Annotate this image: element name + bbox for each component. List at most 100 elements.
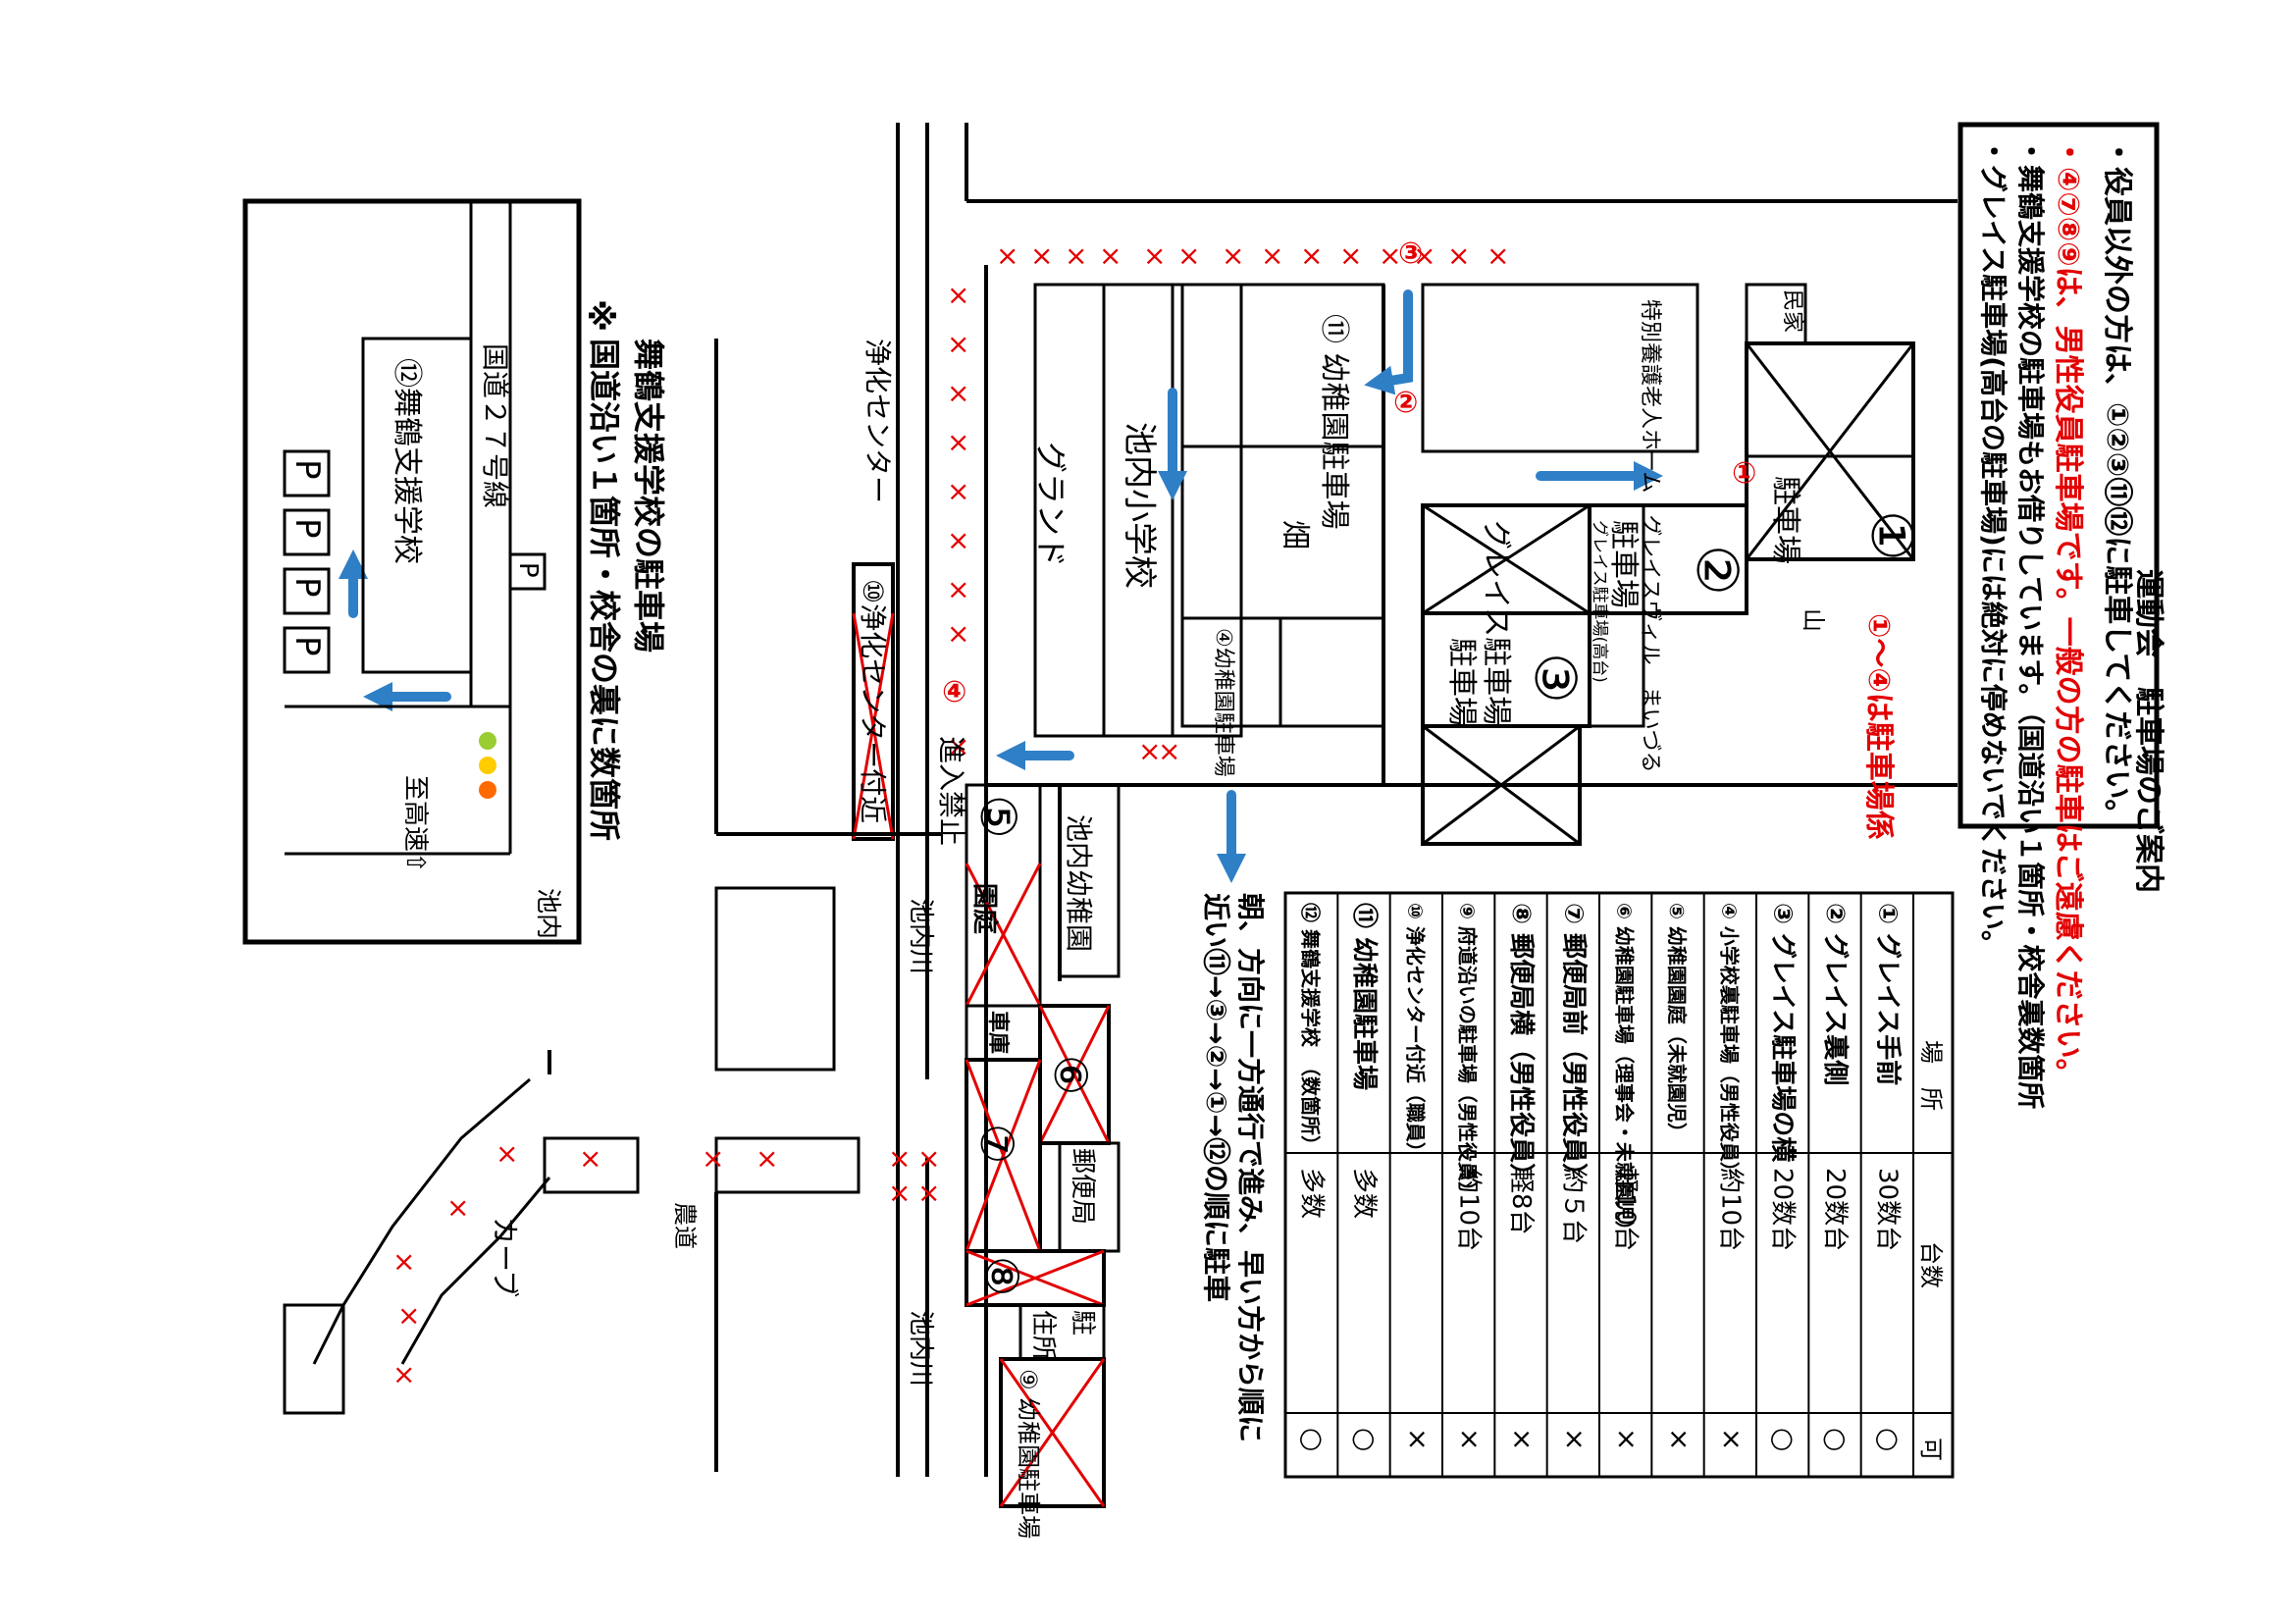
- lot5-label: ⑤: [969, 795, 1026, 839]
- crossed-box-x: [1422, 724, 1581, 846]
- no-parking-x-icon: ×: [947, 426, 969, 458]
- lot2-label: 駐車場: [1606, 520, 1641, 608]
- no-parking-x-icon: ×: [579, 1142, 601, 1175]
- minka-box: [1745, 283, 1807, 345]
- no-parking-x-icon: ×: [392, 1358, 415, 1390]
- no-parking-x-icon: ×: [947, 328, 969, 360]
- school-label: 池内小学校: [1120, 422, 1159, 589]
- morning-note: 朝、方向に一方通行で進み、早い方から順に: [1234, 893, 1267, 1442]
- garage-label: 車庫: [985, 1011, 1011, 1054]
- table-row-ok: ×: [1401, 1428, 1434, 1450]
- building-block: [714, 886, 836, 1072]
- inset-p-box: [283, 449, 331, 497]
- inset-subtitle: 国道沿い１箇所・校舎の裏に数箇所: [586, 339, 623, 841]
- table-row-ok: ○: [1297, 1428, 1330, 1451]
- inset-p-label: P: [287, 636, 327, 656]
- inset-road-label: 国道２７号線: [479, 343, 511, 508]
- inset-school-label: ⑫舞鶴支援学校: [390, 358, 424, 564]
- crossed-box: [1421, 724, 1582, 846]
- river1-label: 池内川: [906, 898, 935, 974]
- minka-label: 民家: [1780, 289, 1804, 333]
- lot6-label: ⑥: [1044, 1055, 1097, 1095]
- lot10-area: [852, 562, 895, 841]
- mountain-label: 山: [1800, 608, 1827, 632]
- no-parking-x-icon: ×: [1030, 239, 1053, 272]
- lot7-cross: [965, 1059, 1042, 1252]
- lot8-label: ⑧: [975, 1256, 1028, 1296]
- lot1-label: 駐車場: [1768, 476, 1802, 564]
- inset-note-mark: ※: [580, 299, 619, 332]
- table-row-place: ② グレイス裏側: [1820, 903, 1851, 1085]
- table-row-ok: ○: [1820, 1428, 1852, 1451]
- table-row-count: 30数台: [1872, 1168, 1902, 1251]
- inset-map: [242, 198, 582, 945]
- corner-building: [283, 1303, 345, 1415]
- table-row-place: ⑥ 幼稚園駐車場（理事会・未就園児）: [1613, 903, 1637, 1240]
- inset-p-box: [283, 508, 331, 556]
- table-row-place: ⑨ 府道沿いの駐車場（男性役員）: [1456, 903, 1480, 1201]
- notice-line4: ・グレイス駐車場(高台の駐車場)には絶対に停めないでください。: [1977, 137, 2009, 958]
- table-row-place: ① グレイス手前: [1872, 903, 1903, 1085]
- inset-p-label: P: [287, 518, 327, 539]
- table-row-ok: ×: [1663, 1428, 1696, 1450]
- lot8-cross: [965, 1249, 1105, 1307]
- traffic-light-icon: [479, 732, 496, 799]
- road-bridge: [543, 1136, 640, 1194]
- table-row-place: ⑤ 幼稚園園庭（未就園児）: [1665, 903, 1689, 1142]
- inset-p-box: [283, 626, 331, 674]
- table-row-place: ④ 小学校裏駐車場（男性役員）: [1717, 903, 1741, 1181]
- no-parking-x-icon: ×: [1339, 239, 1362, 272]
- table-header: 場 所: [1917, 1040, 1945, 1111]
- no-parking-x-icon: ×: [947, 377, 969, 409]
- no-parking-x-icon: ×: [947, 573, 969, 605]
- school-block: [1102, 283, 1174, 738]
- table-row-ok: ○: [1872, 1428, 1905, 1451]
- no-parking-x-icon: ×: [996, 239, 1018, 272]
- table-row-ok: ×: [1715, 1428, 1748, 1450]
- notice-title: 運動会 駐車場のご案内: [2131, 569, 2166, 893]
- curve-label: カーブ: [489, 1217, 521, 1297]
- no-parking-marks: ×××××××××××××××××××××××××××××××××××××: [392, 239, 1509, 1390]
- no-parking-x-icon: ×: [1222, 239, 1244, 272]
- inset-frame: [242, 198, 582, 945]
- no-parking-x-icon: ×: [1143, 239, 1166, 272]
- lot9-area: [999, 1357, 1106, 1508]
- kindergarten-building: [1058, 783, 1121, 978]
- curve-road: [400, 1177, 551, 1365]
- inset-p-label: P: [513, 562, 543, 578]
- table-row-place: ⑩ 浄化センター付近（職員）: [1403, 903, 1427, 1162]
- marker-3: ③: [1398, 236, 1423, 271]
- main-map: [283, 123, 1957, 1508]
- no-parking-x-icon: ×: [947, 730, 969, 762]
- no-parking-x-icon: ×: [1099, 239, 1122, 272]
- lot1-cross: [1745, 342, 1915, 560]
- table-row-ok: ○: [1349, 1428, 1382, 1451]
- no-parking-x-icon: ×: [496, 1137, 518, 1170]
- flow-arrows: [339, 289, 1663, 883]
- no-parking-x-icon: ×: [1379, 239, 1401, 272]
- residence-label: 住所: [1028, 1310, 1058, 1361]
- no-parking-x-icon: ×: [756, 1142, 778, 1175]
- lot10-cross: [852, 612, 895, 840]
- notice-box: [1957, 122, 2160, 829]
- table-row-count: 約10台: [1454, 1168, 1484, 1251]
- lot6-cross: [1038, 1005, 1111, 1144]
- table-row-count: 20数台: [1768, 1168, 1798, 1251]
- table-row-ok: ×: [1558, 1428, 1591, 1450]
- table-header: 台数: [1917, 1241, 1945, 1288]
- marker-1: ①: [1732, 456, 1756, 491]
- no-parking-x-icon: ×: [1413, 239, 1435, 272]
- inset-to-takahama: 至高速⇧: [400, 775, 430, 873]
- ground-label: グランド: [1032, 442, 1070, 567]
- no-parking-x-icon: ×: [1261, 239, 1283, 272]
- kindergarten-lot-11: [1180, 283, 1385, 448]
- inset-p-box: [508, 552, 547, 591]
- no-parking-x-icon: ×: [1447, 239, 1470, 272]
- no-parking-x-icon: ×: [392, 1245, 415, 1278]
- lot3-label: 駐車場: [1444, 638, 1479, 726]
- no-parking-x-icon: ×: [947, 279, 969, 311]
- table-row-ok: ×: [1611, 1428, 1644, 1450]
- lot10-label: ⑩浄化センター付近: [857, 579, 889, 823]
